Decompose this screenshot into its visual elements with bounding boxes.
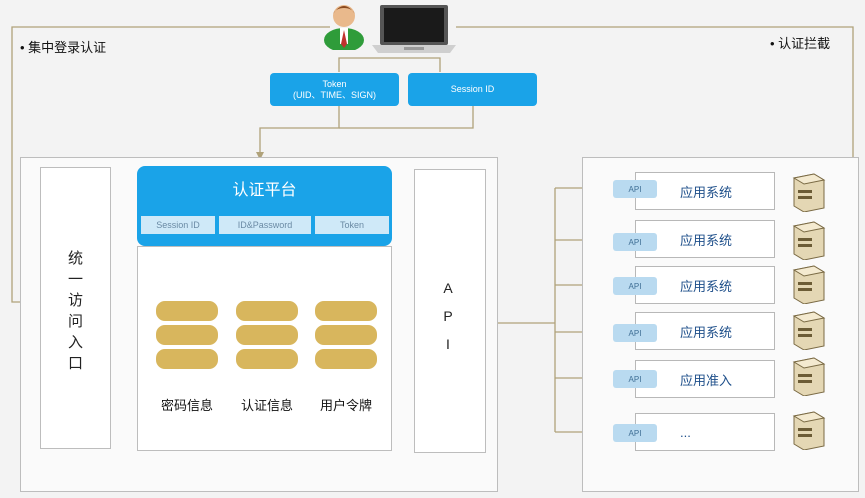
- db-label-token: 用户令牌: [319, 398, 372, 413]
- server-icon-2: [792, 221, 826, 260]
- session-label: Session ID: [450, 84, 495, 94]
- token-fields: (UID、TIME、SIGN): [293, 89, 376, 100]
- database-icon-auth: [234, 299, 300, 371]
- service-box-3: 应用系统: [635, 266, 775, 304]
- service-api-tag-4: API: [613, 324, 657, 342]
- laptop-icon: [372, 5, 456, 53]
- service-api-tag-2: API: [613, 233, 657, 251]
- db-label-auth: 认证信息: [240, 398, 293, 413]
- session-box: Session ID: [408, 73, 537, 106]
- auth-platform-title: 认证平台: [232, 182, 297, 199]
- database-icon-password: [154, 299, 220, 371]
- service-api-tag-3: API: [613, 277, 657, 295]
- user-icon: [324, 5, 364, 50]
- service-box-4: 应用系统: [635, 312, 775, 350]
- service-api-tag-1: API: [613, 180, 657, 198]
- service-box-2: 应用系统: [635, 220, 775, 258]
- service-box-6: ...: [635, 413, 775, 451]
- platform-tab-password: ID&Password: [219, 216, 311, 234]
- server-icon-6: [792, 411, 826, 450]
- top-right-label: • 认证拦截: [770, 36, 831, 51]
- unified-entry-panel: [40, 167, 111, 449]
- database-icon-token: [313, 299, 379, 371]
- api-column-label: API: [440, 280, 456, 364]
- service-api-tag-5: API: [613, 370, 657, 388]
- api-column-panel: [414, 169, 486, 453]
- platform-tab-session: Session ID: [141, 216, 215, 234]
- unified-entry-label: 统一访问入口: [66, 250, 83, 376]
- token-title: Token: [322, 78, 347, 89]
- top-left-label: • 集中登录认证: [20, 40, 107, 55]
- server-icon-5: [792, 357, 826, 396]
- service-api-tag-6: API: [613, 424, 657, 442]
- platform-tab-token: Token: [315, 216, 389, 234]
- db-label-password: 密码信息: [160, 398, 213, 413]
- token-box: Token (UID、TIME、SIGN): [270, 73, 399, 106]
- server-icon-3: [792, 265, 826, 304]
- server-icon-4: [792, 311, 826, 350]
- server-icon-1: [792, 173, 826, 212]
